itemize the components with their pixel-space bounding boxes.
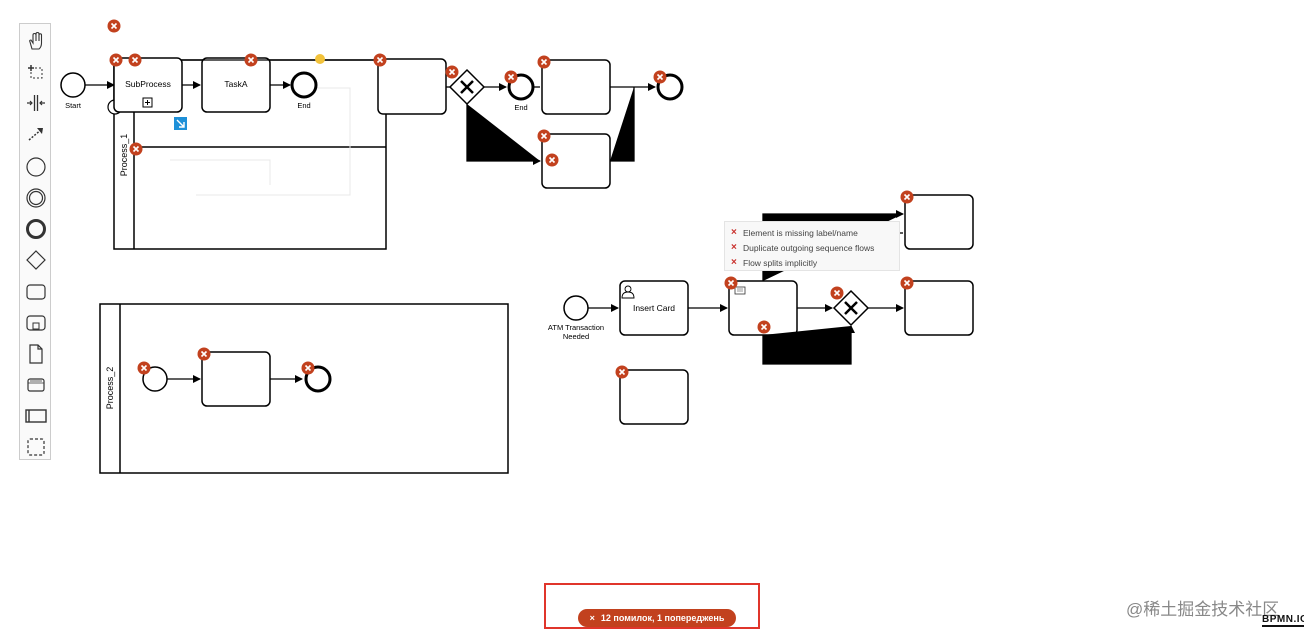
task-a-label: TaskA [224, 79, 247, 89]
end-event-inner[interactable] [290, 71, 318, 99]
error-marker-icon[interactable] [137, 361, 151, 375]
error-marker-icon[interactable] [301, 361, 315, 375]
lint-issue: ×Flow splits implicitly [731, 257, 818, 268]
flow-loop-back[interactable] [762, 325, 855, 365]
exclusive-gateway-top[interactable] [448, 68, 486, 106]
gateway-icon[interactable] [23, 247, 49, 273]
error-x-icon: × [731, 242, 737, 253]
error-x-icon: × [589, 613, 595, 623]
status-highlight-frame [544, 583, 760, 629]
pool-process-2[interactable]: Process_2 [99, 303, 509, 474]
flow-lower-merge[interactable] [610, 87, 635, 162]
task-top-right[interactable] [541, 59, 611, 115]
error-marker-icon[interactable] [653, 70, 667, 84]
task-behind-pool[interactable] [377, 58, 447, 115]
space-tool-icon[interactable] [23, 90, 49, 116]
error-marker-icon[interactable] [107, 19, 121, 33]
data-object-icon[interactable] [23, 341, 49, 367]
error-marker-icon[interactable] [830, 286, 844, 300]
task-icon[interactable] [23, 279, 49, 305]
lint-issue: ×Duplicate outgoing sequence flows [731, 242, 875, 253]
bpmn-io-logo[interactable]: BPMN.IO [1262, 614, 1304, 627]
error-marker-icon[interactable] [615, 365, 629, 379]
error-marker-icon[interactable] [244, 53, 258, 67]
error-marker-icon[interactable] [128, 53, 142, 67]
warning-marker-icon[interactable] [315, 54, 325, 64]
error-marker-icon[interactable] [445, 65, 459, 79]
data-store-icon[interactable] [23, 372, 49, 398]
user-task-icon [621, 285, 635, 299]
pool-label-process-2: Process_2 [105, 367, 115, 410]
group-icon[interactable] [23, 434, 49, 460]
insert-card-label: Insert Card [633, 303, 675, 313]
start-event-label: Start [65, 101, 82, 110]
lint-issue: ×Element is missing label/name [731, 227, 858, 238]
end-event-inner-label: End [297, 101, 310, 110]
p2-task[interactable] [201, 351, 271, 407]
error-marker-icon[interactable] [504, 70, 518, 84]
end-event-icon[interactable] [23, 216, 49, 242]
task-orphan[interactable] [619, 369, 689, 425]
error-markers [107, 19, 914, 379]
error-marker-icon[interactable] [545, 153, 559, 167]
lint-status-text: 12 помилок, 1 попереджень [600, 613, 725, 623]
subprocess-icon[interactable] [23, 310, 49, 336]
error-marker-icon[interactable] [757, 320, 771, 334]
lint-tooltip: ×Element is missing label/name ×Duplicat… [724, 221, 900, 271]
error-marker-icon[interactable] [129, 142, 143, 156]
error-marker-icon[interactable] [900, 190, 914, 204]
intermediate-event-icon[interactable] [23, 185, 49, 211]
tool-palette [19, 23, 51, 460]
error-marker-icon[interactable] [724, 276, 738, 290]
atm-start-label-line2: Needed [563, 332, 589, 341]
watermark-site: @稀土掘金技术社区 [1126, 600, 1280, 619]
lasso-tool-icon[interactable] [23, 59, 49, 85]
error-marker-icon[interactable] [900, 276, 914, 290]
task-upper-atm[interactable] [904, 194, 974, 250]
blue-resize-marker[interactable] [174, 117, 187, 130]
subprocess-label: SubProcess [125, 79, 171, 89]
error-x-icon: × [731, 227, 737, 238]
atm-start-event[interactable] [563, 295, 589, 321]
error-marker-icon[interactable] [537, 129, 551, 143]
pool-label-process-1: Process_1 [119, 134, 129, 177]
error-marker-icon[interactable] [109, 53, 123, 67]
start-event-icon[interactable] [23, 154, 49, 180]
end-event-gateway-label: End [514, 103, 527, 112]
error-marker-icon[interactable] [373, 53, 387, 67]
pool-icon[interactable] [23, 403, 49, 429]
flow-gateway-lower-task[interactable] [466, 104, 541, 165]
task-right-atm[interactable] [904, 280, 974, 336]
lint-status-button[interactable]: × 12 помилок, 1 попереджень [578, 609, 736, 627]
start-event[interactable] [60, 72, 86, 98]
error-x-icon: × [731, 257, 737, 268]
error-marker-icon[interactable] [197, 347, 211, 361]
connect-tool-icon[interactable] [23, 121, 49, 147]
hand-tool-icon[interactable] [23, 28, 49, 54]
service-gear-icon [734, 286, 746, 295]
faint-shape-remnants [170, 87, 351, 196]
error-marker-icon[interactable] [537, 55, 551, 69]
exclusive-gateway-atm[interactable] [832, 289, 870, 327]
atm-start-label-line1: ATM Transaction [548, 323, 604, 332]
